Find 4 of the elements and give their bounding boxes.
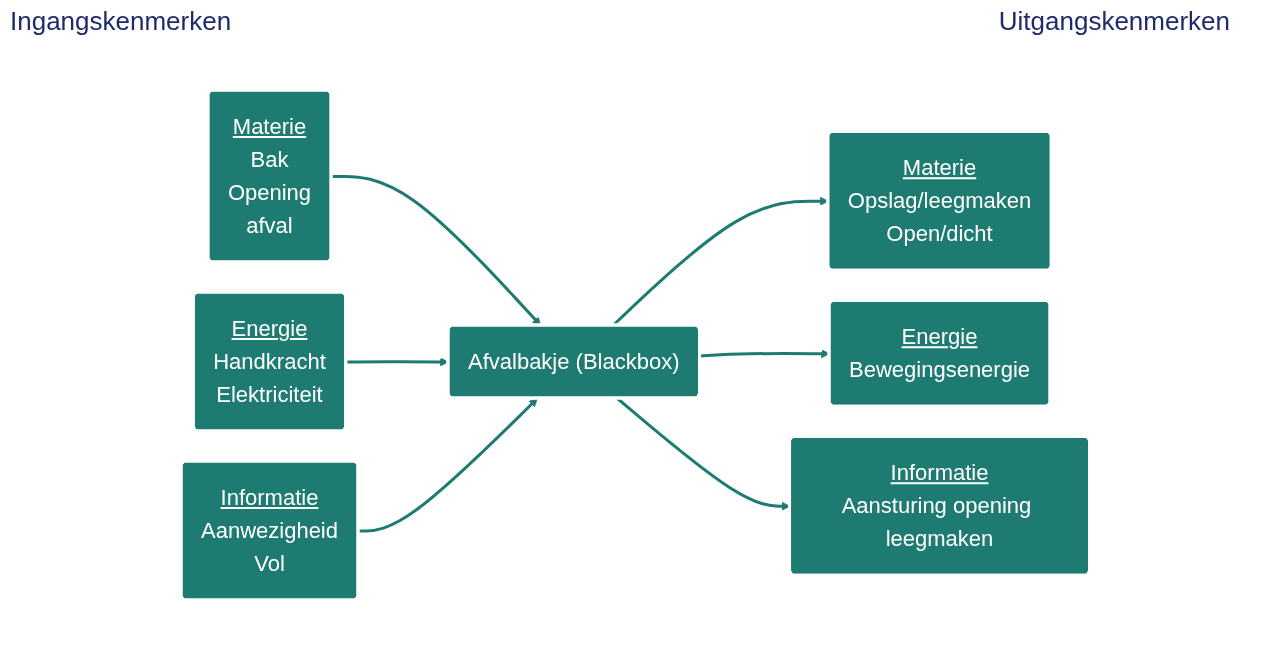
arrow	[358, 398, 538, 533]
column-heading: Uitgangskenmerken	[998, 6, 1230, 38]
arrow	[331, 174, 541, 326]
column-heading: Ingangskenmerken	[10, 6, 232, 38]
